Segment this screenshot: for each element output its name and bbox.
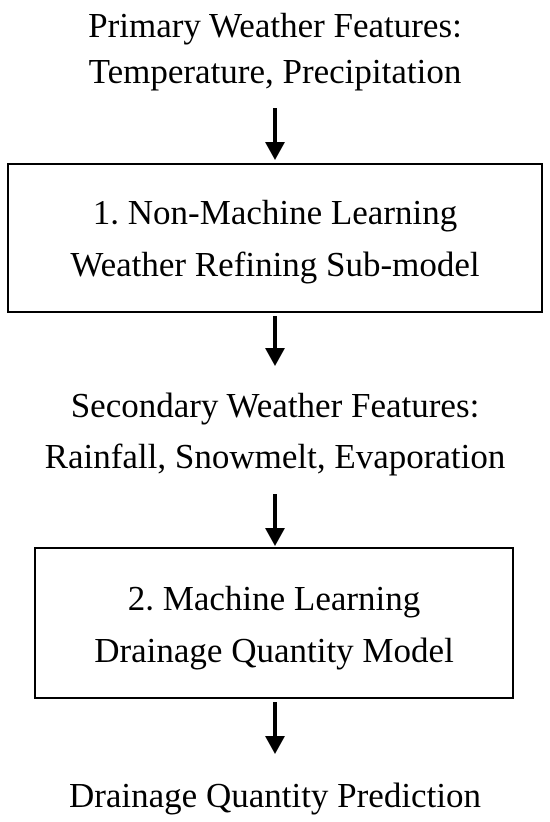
sub-model-title: 1. Non-Machine Learning (92, 193, 458, 232)
primary-features-list: Temperature, Precipitation (88, 52, 462, 91)
output-prediction: Drainage Quantity Prediction (68, 776, 482, 815)
primary-features-title: Primary Weather Features: (88, 6, 462, 45)
arrow-down-icon (265, 702, 285, 754)
arrow-down-icon (265, 494, 285, 546)
main-model-name: Drainage Quantity Model (94, 631, 454, 670)
sub-model-box: 1. Non-Machine Learning Weather Refining… (7, 163, 543, 313)
sub-model-name: Weather Refining Sub-model (70, 245, 480, 284)
main-model-title: 2. Machine Learning (127, 579, 421, 618)
arrow-down-icon (265, 108, 285, 160)
main-model-box: 2. Machine Learning Drainage Quantity Mo… (34, 547, 514, 699)
secondary-features-list: Rainfall, Snowmelt, Evaporation (44, 437, 506, 476)
arrow-down-icon (265, 316, 285, 366)
secondary-features-title: Secondary Weather Features: (70, 386, 480, 425)
